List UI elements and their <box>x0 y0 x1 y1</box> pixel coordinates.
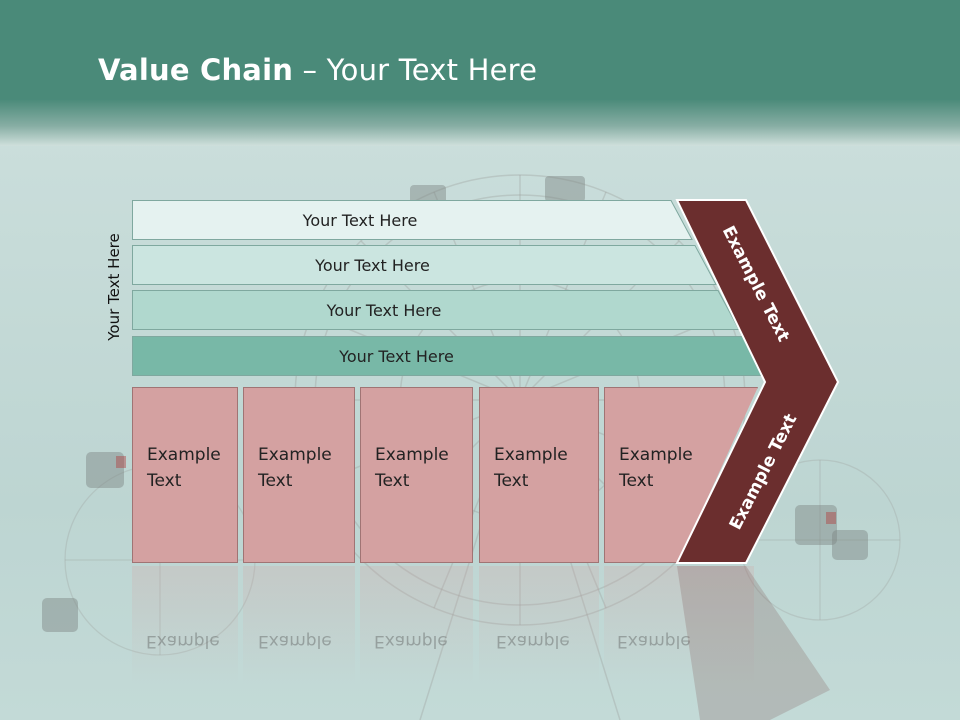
block-4-line1: Example <box>494 445 568 465</box>
block-2-reflection <box>243 566 355 716</box>
block-5-line1: Example <box>619 445 693 465</box>
block-2-line1: Example <box>258 445 332 465</box>
title-bold: Value Chain <box>98 53 294 87</box>
block-3-reflection <box>360 566 473 716</box>
block-1-line2: Text <box>147 471 182 491</box>
chevron-shape <box>675 199 840 564</box>
block-1-line1: Example <box>147 445 221 465</box>
block-3: Example Text <box>360 387 473 563</box>
block-3-line1: Example <box>375 445 449 465</box>
block-3-line2: Text <box>375 471 410 491</box>
header-band: Value Chain – Your Text Here <box>0 0 960 146</box>
chevron-reflection <box>677 566 830 720</box>
block-2-line2: Text <box>258 471 293 491</box>
block-5-reflection <box>604 566 754 716</box>
block-4-reflection <box>479 566 599 716</box>
block-5-line2: Text <box>619 471 654 491</box>
block-4: Example Text <box>479 387 599 563</box>
block-1: Example Text <box>132 387 238 563</box>
title-rest: – Your Text Here <box>293 53 538 87</box>
block-2: Example Text <box>243 387 355 563</box>
block-1-reflection <box>132 566 238 716</box>
block-4-line2: Text <box>494 471 529 491</box>
slide-title: Value Chain – Your Text Here <box>98 53 537 87</box>
